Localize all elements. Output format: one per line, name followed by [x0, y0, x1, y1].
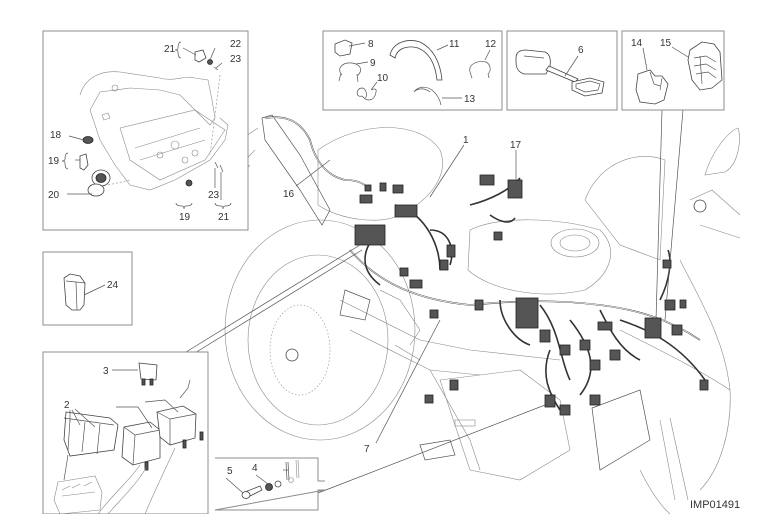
part-18-grommet [82, 136, 94, 144]
harness-connectors [354, 174, 709, 416]
motorcycle-illustration [224, 114, 741, 514]
seat [317, 127, 443, 221]
rear-wheel-outer [224, 219, 416, 441]
fuel-cap [550, 228, 600, 258]
part-15-connector-housing [687, 41, 723, 91]
callout-5: 5 [227, 466, 233, 477]
callout-17: 17 [510, 140, 522, 151]
relay-right [156, 405, 197, 446]
mirror [704, 127, 740, 176]
fuel-tank [467, 219, 611, 295]
footpeg [419, 439, 456, 461]
part-9-clip [338, 62, 361, 83]
detail-box-part-6: 6 [506, 30, 618, 111]
detail-box-clips: 8 9 10 11 12 13 [322, 30, 503, 111]
windscreen [584, 156, 666, 261]
engine [439, 369, 571, 481]
part-4-washer [265, 483, 273, 491]
detail-box-parts-14-15: 14 15 [621, 30, 725, 111]
part-10-clip [356, 87, 377, 101]
detail-box-part-24: 24 [42, 251, 133, 326]
wiring-harness [264, 116, 709, 416]
callout-16: 16 [283, 189, 295, 200]
rear-wheel-inner [247, 254, 389, 426]
callout-19-left: 19 [48, 156, 60, 167]
wheel-hub [285, 348, 299, 362]
callout-8: 8 [368, 39, 374, 50]
callout-9: 9 [370, 58, 376, 69]
part-21-bolt [194, 49, 207, 63]
part-2-fuse-block [63, 411, 119, 457]
part-14-cover [635, 69, 669, 105]
part-12-clip [469, 61, 491, 79]
callout-7: 7 [364, 444, 370, 455]
front-fairing [679, 259, 731, 491]
callout-24: 24 [107, 280, 119, 291]
detail-box-fuses-relays: 3 2 [42, 351, 209, 514]
drawing-reference-code: IMP01491 [690, 499, 740, 511]
detail-box-rear-rack: 21 22 23 18 19 20 23 19 21 [42, 30, 249, 231]
part-13-tie [413, 86, 442, 106]
callout-2: 2 [64, 400, 70, 411]
part-6-connector-cap [515, 49, 551, 75]
leader-lines [185, 109, 684, 494]
callout-21-bottom: 21 [218, 212, 230, 223]
relay-left [121, 421, 161, 466]
callout-10: 10 [377, 73, 389, 84]
detail-box-parts-4-5: 5 4 [214, 457, 326, 511]
part-19-plug [79, 153, 89, 171]
callout-12: 12 [485, 39, 497, 50]
part-24-fuse-holder [63, 273, 86, 311]
part-22-washer [207, 59, 213, 65]
callout-18: 18 [50, 130, 62, 141]
exhaust-shield [591, 389, 651, 471]
tail-fairing [261, 114, 331, 226]
callout-22: 22 [230, 39, 242, 50]
callout-14: 14 [631, 38, 643, 49]
part-11-sleeve [389, 40, 443, 81]
callout-23-top: 23 [230, 54, 242, 65]
callout-13: 13 [464, 94, 476, 105]
part-8-clip-block [334, 39, 353, 57]
brake-disc [269, 304, 331, 396]
callout-6: 6 [578, 45, 584, 56]
callout-21-top: 21 [164, 44, 176, 55]
part-3-fuse [138, 362, 158, 381]
callout-4: 4 [252, 463, 258, 474]
callout-11: 11 [449, 39, 460, 50]
callout-19-bottom: 19 [179, 212, 191, 223]
callout-3: 3 [103, 366, 109, 377]
callout-15: 15 [660, 38, 672, 49]
front-fork [659, 417, 689, 501]
callout-1: 1 [463, 135, 469, 146]
callout-20: 20 [48, 190, 60, 201]
callout-23-bottom: 23 [208, 190, 220, 201]
